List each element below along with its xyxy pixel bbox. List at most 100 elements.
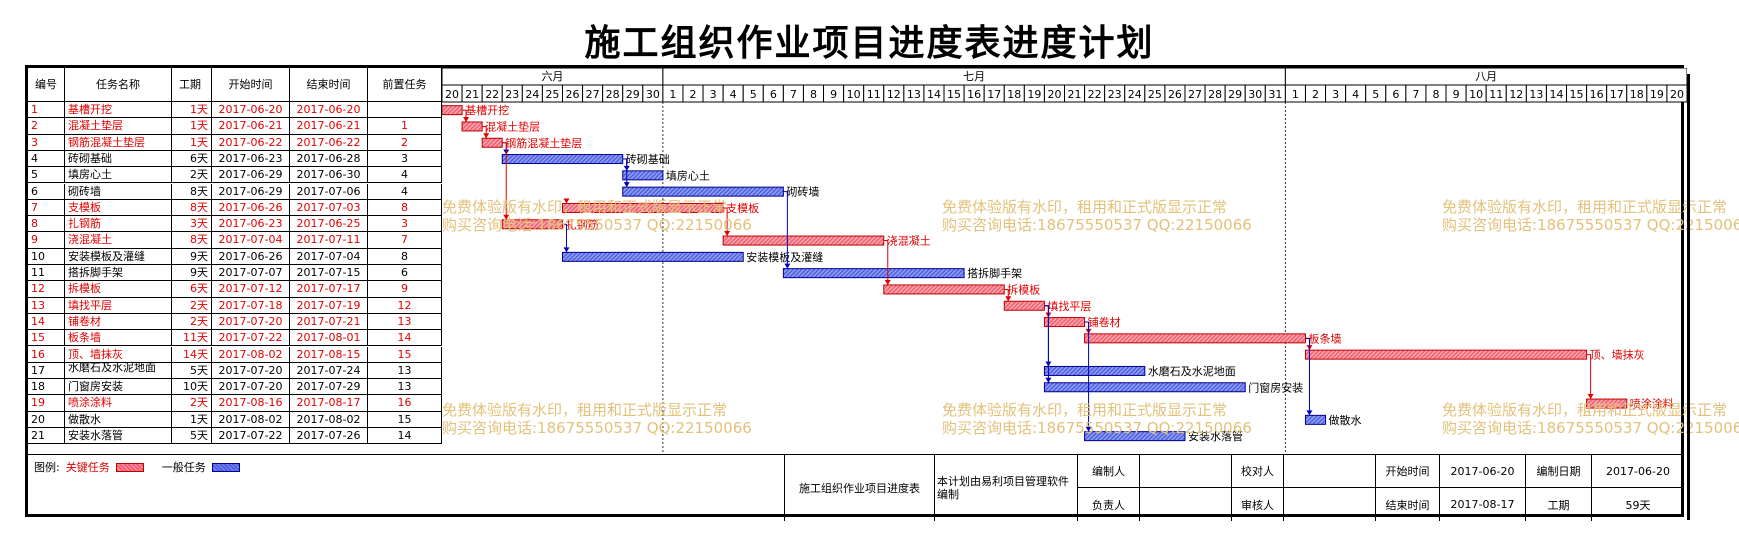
footer-dur-label: 工期: [1525, 488, 1591, 521]
normal-task-bar: [1043, 382, 1246, 393]
day-label: 27: [586, 88, 600, 101]
task-bar-label: 门窗房安装: [1248, 380, 1303, 394]
task-dur: 6天: [172, 150, 212, 168]
task-dur: 8天: [172, 232, 212, 249]
task-end: 2017-07-03: [290, 199, 368, 217]
task-dur: 9天: [172, 248, 212, 265]
watermark: 免费体验版有水印，租用和正式版显示正常购买咨询电话:18675550537 QQ…: [942, 401, 1252, 437]
task-bar-label: 铺卷材: [1088, 315, 1121, 329]
task-end: 2017-06-20: [290, 102, 368, 119]
watermark: 免费体验版有水印，租用和正式版显示正常购买咨询电话:18675550537 QQ…: [942, 198, 1252, 234]
task-dur: 2天: [172, 395, 212, 412]
task-name: 喷涂涂料: [65, 395, 172, 412]
dependency-link: [1305, 337, 1310, 416]
day-label: 25: [545, 88, 559, 101]
day-label: 21: [465, 88, 479, 101]
day-label: 9: [1453, 88, 1460, 101]
watermark: 免费体验版有水印，租用和正式版显示正常购买咨询电话:18675550537 QQ…: [1442, 401, 1739, 437]
task-start: 2017-08-02: [212, 346, 290, 363]
day-label: 10: [1469, 88, 1483, 101]
critical-task-bar: [1304, 349, 1588, 360]
footer-end-label: 结束时间: [1375, 488, 1439, 521]
footer-made-by-label: 编制人: [1077, 455, 1139, 488]
task-name: 砖砌基础: [65, 150, 172, 168]
task-pred: 8: [368, 199, 442, 217]
day-label: 2: [1312, 88, 1319, 101]
task-bar-label: 搭拆脚手架: [967, 266, 1022, 280]
task-bar-label: 支模板: [726, 201, 759, 215]
task-id: 4: [28, 150, 65, 168]
critical-task-bar: [1043, 317, 1086, 328]
header-dur: 工期: [172, 68, 212, 102]
day-label: 30: [1248, 88, 1262, 101]
month-label: 六月: [541, 70, 563, 83]
header-id: 编号: [28, 68, 65, 102]
task-start: 2017-06-26: [212, 248, 290, 265]
header-name: 任务名称: [65, 68, 172, 102]
task-name: 顶、墙抹灰: [65, 346, 172, 363]
task-start: 2017-06-20: [212, 102, 290, 119]
task-start: 2017-06-29: [212, 183, 290, 200]
footer-reviewer-value: [1283, 488, 1375, 521]
task-start: 2017-06-23: [212, 150, 290, 168]
task-start: 2017-06-22: [212, 134, 290, 151]
dependency-link: [883, 240, 889, 285]
day-label: 29: [626, 88, 640, 101]
task-id: 19: [28, 395, 65, 412]
task-pred: 14: [368, 330, 442, 347]
task-start: 2017-07-18: [212, 297, 290, 314]
task-start: 2017-07-20: [212, 313, 290, 331]
task-name: 水磨石及水泥地面: [65, 362, 172, 380]
day-label: 18: [1630, 88, 1644, 101]
task-dur: 14天: [172, 346, 212, 363]
day-label: 12: [887, 88, 901, 101]
task-end: 2017-06-22: [290, 134, 368, 151]
dependency-arrowhead: [563, 247, 570, 253]
task-id: 3: [28, 134, 65, 151]
footer-end-value: 2017-08-17: [1439, 488, 1525, 521]
task-pred: 4: [368, 183, 442, 200]
task-end: 2017-07-24: [290, 362, 368, 380]
dependency-arrowhead: [784, 263, 791, 269]
task-id: 12: [28, 281, 65, 298]
task-bar-label: 扎钢筋: [565, 217, 598, 231]
day-label: 29: [1228, 88, 1242, 101]
task-start: 2017-07-07: [212, 265, 290, 282]
task-start: 2017-06-21: [212, 118, 290, 135]
task-bar-label: 砌砖墙: [786, 185, 819, 199]
task-pred: 13: [368, 379, 442, 396]
task-id: 17: [28, 362, 65, 380]
dependency-arrowhead: [483, 133, 490, 139]
task-pred: 15: [368, 411, 442, 428]
task-name: 钢筋混凝土垫层: [65, 134, 172, 151]
header-end: 结束时间: [290, 68, 368, 102]
task-end: 2017-06-21: [290, 118, 368, 135]
task-name: 支模板: [65, 199, 172, 217]
task-end: 2017-07-29: [290, 379, 368, 396]
task-bar-label: 钢筋混凝土垫层: [505, 136, 582, 150]
watermark: 免费体验版有水印，租用和正式版显示正常购买咨询电话:18675550537 QQ…: [1442, 198, 1739, 234]
task-name: 填找平层: [65, 297, 172, 314]
task-id: 10: [28, 248, 65, 265]
task-pred: 15: [368, 346, 442, 363]
task-name: 安装模板及灌缝: [65, 248, 172, 265]
day-label: 22: [1088, 88, 1102, 101]
dependency-link: [1586, 354, 1592, 400]
task-id: 11: [28, 265, 65, 282]
footer-project-name: 施工组织作业项目进度表: [784, 455, 934, 521]
footer-made-by-value: [1139, 455, 1231, 488]
task-name: 砌砖墙: [65, 183, 172, 200]
task-name: 浇混凝土: [65, 232, 172, 249]
task-end: 2017-08-15: [290, 346, 368, 363]
day-label: 6: [770, 88, 777, 101]
day-label: 25: [1148, 88, 1162, 101]
normal-task-bar: [622, 170, 664, 181]
task-end: 2017-06-28: [290, 150, 368, 168]
task-start: 2017-07-04: [212, 232, 290, 249]
normal-task-bar: [1043, 365, 1146, 376]
task-id: 2: [28, 118, 65, 135]
task-name: 做散水: [65, 411, 172, 428]
day-label: 4: [730, 88, 737, 101]
